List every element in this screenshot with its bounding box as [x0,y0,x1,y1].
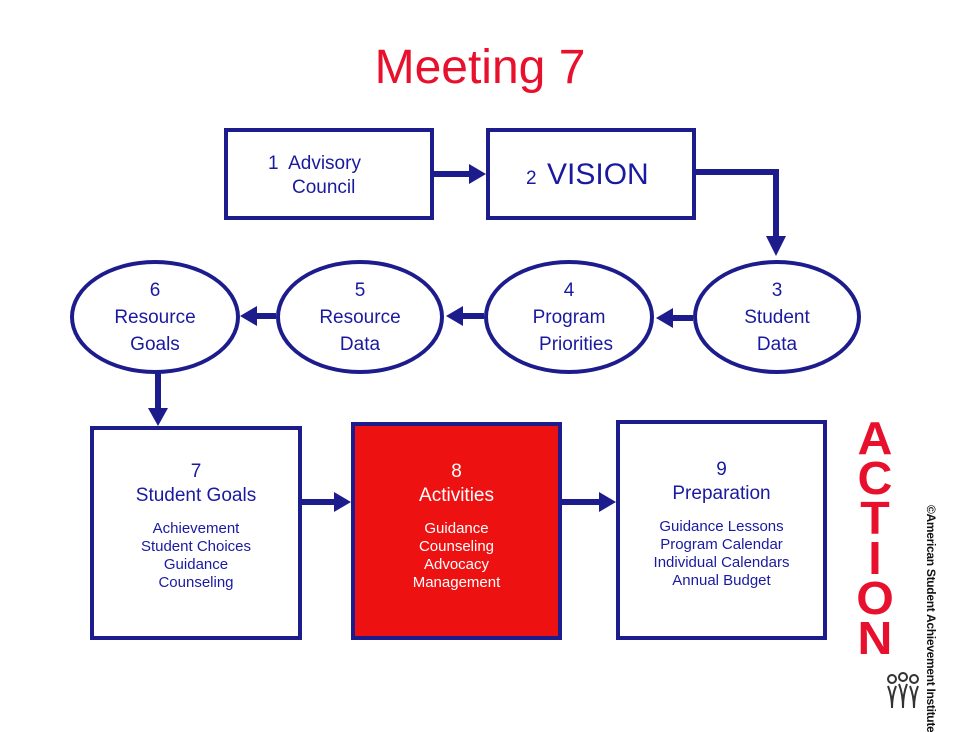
arrow-icon [656,308,673,328]
arrow-icon [696,169,779,238]
step-label: Student [744,306,810,328]
step-label: Advisory [288,153,361,174]
page-title: Meeting 7 [374,41,586,94]
list-item: Annual Budget [672,572,771,589]
action-letter: N [857,612,893,664]
action-letter: T [860,492,890,544]
step-label: Resource [114,306,196,328]
copyright-text: ©American Student Achievement Institute [924,505,938,732]
action-letter: I [868,532,882,584]
action-letter: C [857,452,893,504]
step-label: VISION [547,158,649,191]
step-number: 8 [451,461,462,482]
list-item: Program Calendar [660,536,783,553]
step-heading: Preparation [672,483,771,504]
list-item: Guidance [424,520,489,537]
step-number: 1 [268,153,279,174]
step-label: Council [292,177,356,198]
step-7-student-goals: 7 Student Goals Achievement Student Choi… [90,426,302,640]
step-number: 2 [526,168,537,189]
list-item: Individual Calendars [653,554,790,571]
list-item: Guidance Lessons [659,518,784,535]
step-4-program-priorities: 4 Program Priorities [484,260,654,374]
step-6-resource-goals: 6 Resource Goals [70,260,240,374]
step-label: Goals [130,333,180,355]
step-heading: Activities [419,485,494,506]
list-item: Counseling [418,538,495,555]
list-item: Advocacy [423,556,490,573]
step-heading: Student Goals [135,485,257,506]
copyright-notice: ©American Student Achievement Institute [920,505,940,732]
step-label: Program [532,306,606,328]
action-label: A C T I O N [852,412,898,664]
arrow-icon [766,236,786,256]
arrow-icon [148,408,168,426]
step-number: 7 [190,461,202,482]
list-item: Management [412,574,501,591]
list-item: Achievement [152,520,240,537]
step-8-activities: 8 Activities Guidance Counseling Advocac… [351,422,562,640]
action-letter: A [857,412,893,464]
arrow-icon [334,492,351,512]
step-label: Data [756,333,798,355]
arrow-icon [599,492,616,512]
arrow-icon [469,164,486,184]
step-9-preparation: 9 Preparation Guidance Lessons Program C… [616,420,827,640]
step-label: Data [339,333,381,355]
step-label: Priorities [539,333,613,355]
step-number: 6 [149,279,161,301]
step-5-resource-data: 5 Resource Data [276,260,444,374]
step-2-vision: 2 VISION [486,128,696,220]
list-item: Guidance [163,556,229,573]
list-item: Student Choices [140,538,252,555]
arrow-icon [446,306,463,326]
step-number: 3 [771,279,783,301]
step-number: 9 [716,459,727,480]
action-letter: O [856,572,894,624]
step-number: 5 [354,279,366,301]
people-logo-icon [887,672,919,709]
list-item: Counseling [158,574,234,591]
step-1-advisory-council: 1 Advisory Council [224,128,434,220]
step-number: 4 [563,279,575,301]
arrow-icon [240,306,257,326]
step-label: Resource [319,306,401,328]
step-3-student-data: 3 Student Data [693,260,861,374]
